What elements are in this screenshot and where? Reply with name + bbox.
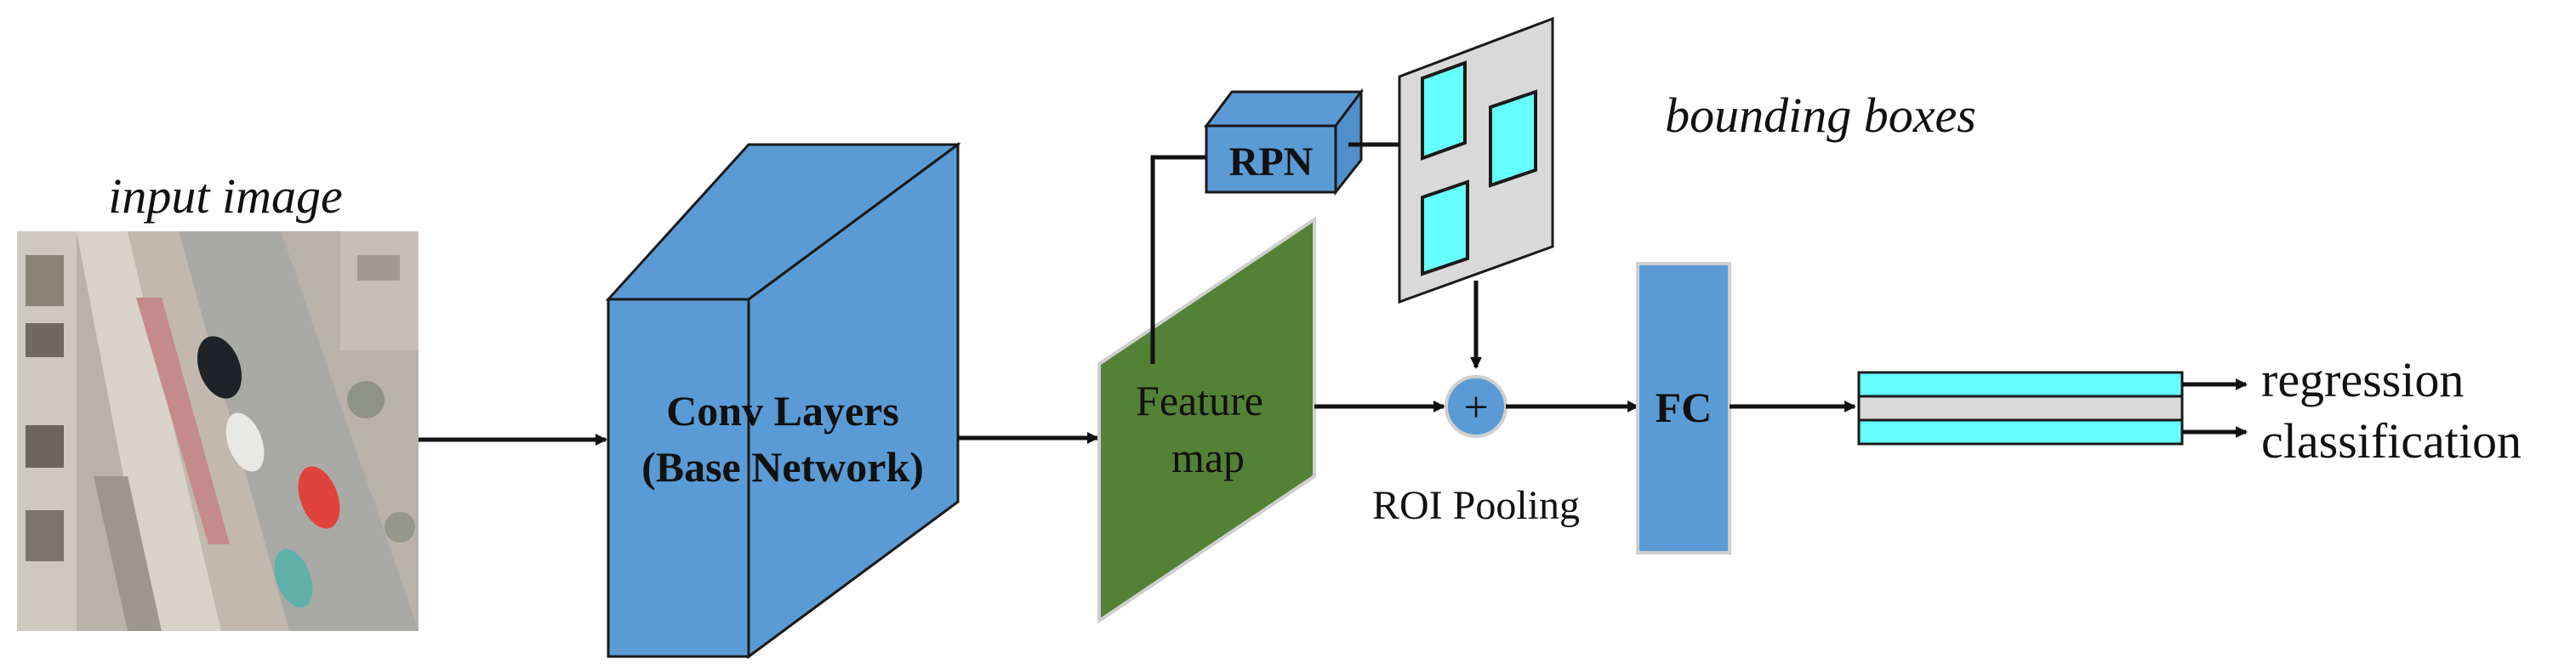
rpn-block: [1204, 88, 1364, 196]
bounding-boxes-label: bounding boxes: [1665, 88, 1976, 143]
feature-map-label-line1: Feature: [1136, 377, 1263, 424]
fc-block: [1636, 262, 1731, 554]
roi-pooling-label: ROI Pooling: [1372, 483, 1580, 528]
feature-map: [1097, 216, 1316, 624]
proposal-box-3: [1421, 179, 1469, 276]
proposal-box-2: [1489, 89, 1537, 188]
conv-label-line1: Conv Layers: [666, 387, 899, 435]
output-vector: [1857, 371, 2184, 446]
connector-feature-to-rpn: [1150, 155, 1206, 364]
proposal-box-1: [1421, 60, 1467, 161]
rpn-label: RPN: [1229, 139, 1314, 185]
input-aerial-image: [17, 231, 419, 631]
conv-layers-block: [605, 142, 961, 659]
input-image-label: input image: [108, 168, 342, 224]
plus-symbol: +: [1463, 384, 1488, 432]
conv-label-line2: (Base Network): [641, 443, 924, 491]
classification-label: classification: [2261, 413, 2522, 469]
fc-label: FC: [1656, 384, 1713, 431]
feature-map-label-line2: map: [1171, 434, 1245, 481]
regression-label: regression: [2261, 352, 2464, 407]
